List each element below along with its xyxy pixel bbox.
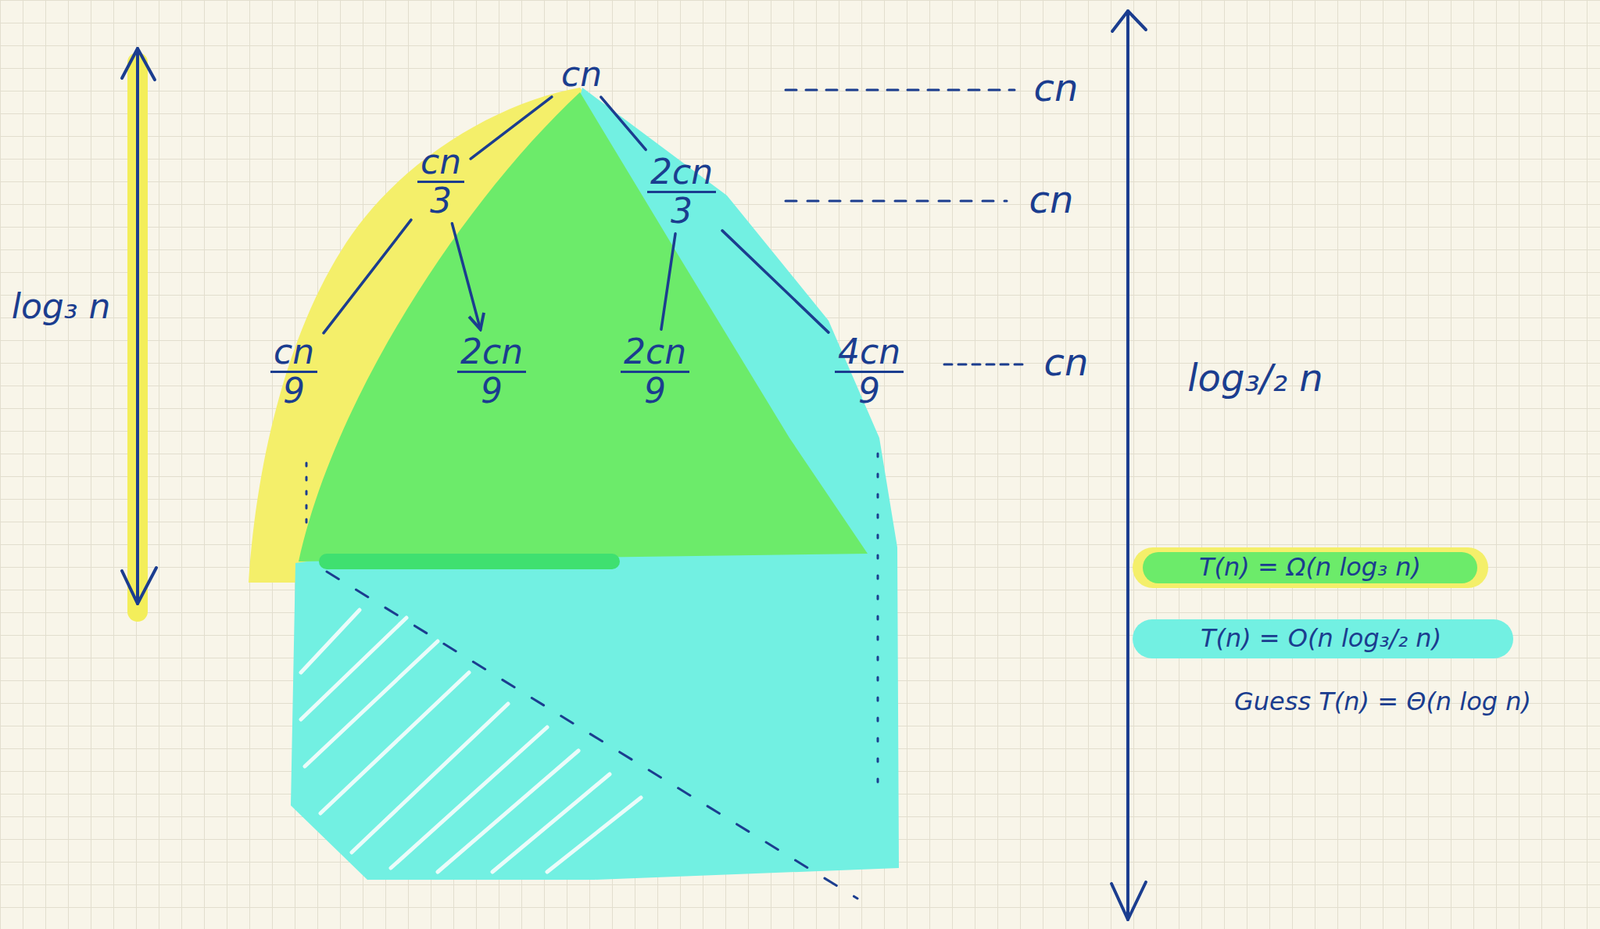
tree-node: cn9 bbox=[267, 332, 321, 410]
tree-branch bbox=[722, 230, 829, 333]
numerator: 2cn bbox=[647, 153, 716, 193]
tree-node: 2cn3 bbox=[644, 152, 720, 230]
height-arrows bbox=[121, 10, 1146, 920]
height-label: log₃/₂ n bbox=[1187, 357, 1324, 399]
height-label: log₃ n bbox=[11, 287, 111, 326]
tree-branch bbox=[451, 223, 480, 330]
level-cost: cn bbox=[1034, 67, 1079, 109]
tree-branch bbox=[661, 233, 676, 330]
denominator: 9 bbox=[477, 372, 506, 409]
overlap-region bbox=[298, 92, 868, 562]
cost-term: cn bbox=[558, 56, 605, 93]
bound-formula: T(n) = O(n log₃/₂ n) bbox=[1200, 624, 1442, 652]
upper-bound-region bbox=[290, 87, 899, 880]
denominator: 9 bbox=[855, 372, 884, 409]
level-cost: cn bbox=[1044, 341, 1089, 383]
tree-node: cn bbox=[554, 54, 609, 94]
tree-node: 2cn9 bbox=[454, 332, 530, 410]
numerator: 2cn bbox=[620, 333, 690, 373]
numerator: 2cn bbox=[457, 333, 527, 373]
denominator: 9 bbox=[640, 372, 670, 409]
tree-branch bbox=[470, 96, 552, 159]
tree-node: 2cn9 bbox=[617, 332, 693, 410]
tree-node: 4cn9 bbox=[831, 332, 907, 410]
denominator: 3 bbox=[667, 193, 696, 230]
denominator: 9 bbox=[279, 372, 308, 409]
numerator: cn bbox=[270, 333, 318, 373]
omega-highlight-green bbox=[1142, 551, 1478, 584]
numerator: cn bbox=[417, 143, 465, 183]
level-leaders bbox=[785, 89, 1026, 365]
o-highlight bbox=[1132, 619, 1514, 659]
tree-node: cn3 bbox=[414, 142, 468, 220]
level-cost: cn bbox=[1029, 178, 1074, 221]
omega-highlight bbox=[1132, 547, 1489, 588]
white-hatching bbox=[300, 609, 641, 872]
denominator: 3 bbox=[426, 182, 455, 219]
tree-branch bbox=[323, 219, 412, 333]
bound-formula: T(n) = Ω(n log₃ n) bbox=[1199, 553, 1422, 581]
numerator: 4cn bbox=[834, 333, 904, 373]
continuation-dots bbox=[306, 453, 878, 899]
bound-formula: Guess T(n) = Θ(n log n) bbox=[1234, 687, 1532, 716]
level-bar bbox=[326, 553, 613, 570]
tree-branch bbox=[601, 96, 646, 150]
